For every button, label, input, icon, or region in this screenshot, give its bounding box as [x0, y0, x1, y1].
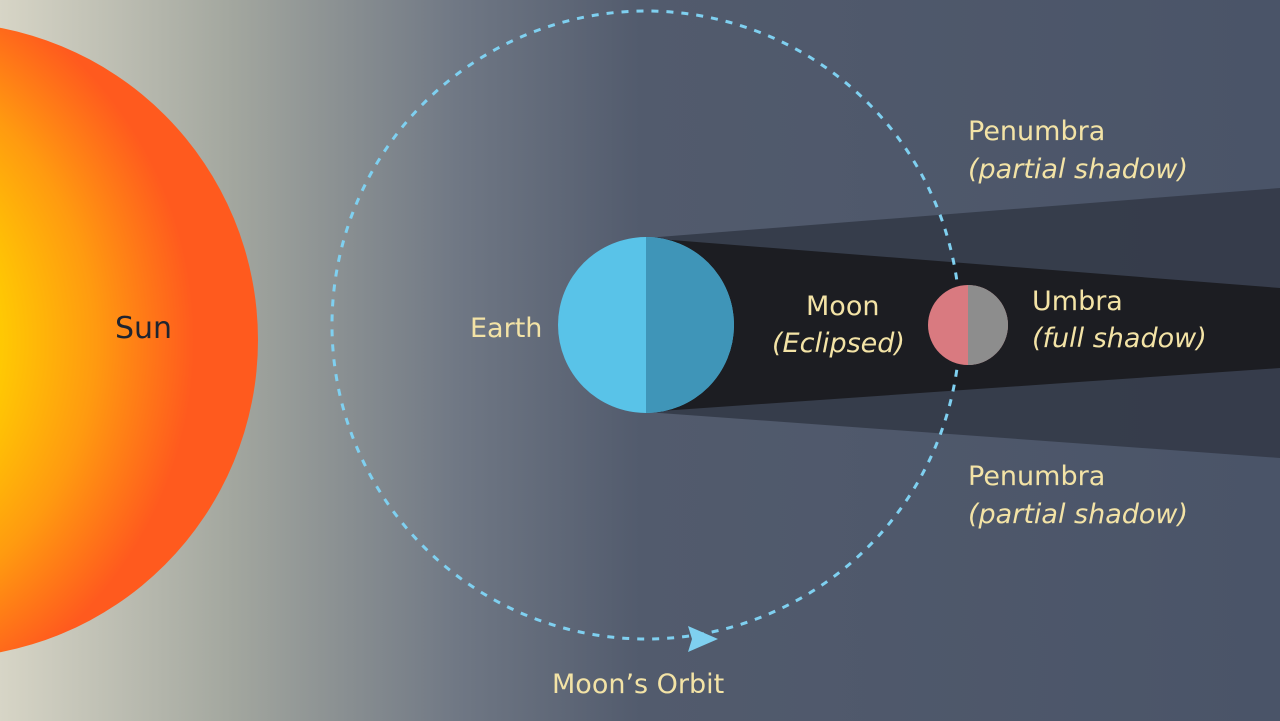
sun — [0, 27, 258, 653]
earth — [558, 237, 734, 413]
moon — [928, 285, 1008, 365]
sun-label: Sun — [115, 311, 173, 346]
umbra-description: (full shadow) — [1032, 323, 1207, 354]
umbra-label: Umbra — [1032, 286, 1123, 317]
earth-night-side — [646, 237, 734, 413]
moon-dark-side — [968, 285, 1008, 365]
moon-orbit-label: Moon’s Orbit — [552, 669, 725, 700]
moon-eclipsed-label: (Eclipsed) — [772, 328, 905, 359]
orbit-direction-arrow-icon — [688, 626, 718, 652]
moon-label: Moon — [806, 291, 880, 322]
penumbra-top-description: (partial shadow) — [968, 154, 1189, 185]
penumbra-bottom-label: Penumbra — [968, 461, 1106, 492]
penumbra-top-label: Penumbra — [968, 116, 1106, 147]
penumbra-bottom-description: (partial shadow) — [968, 499, 1189, 530]
earth-label: Earth — [470, 313, 543, 344]
